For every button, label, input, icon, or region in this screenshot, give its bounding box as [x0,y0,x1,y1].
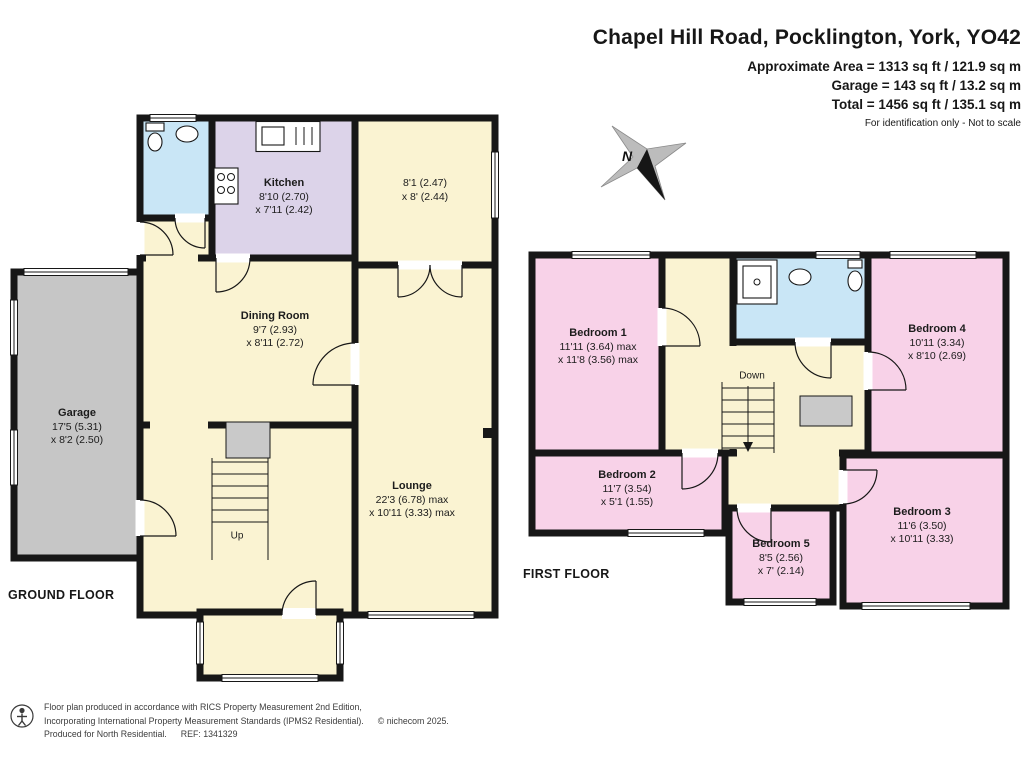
garage-room-shape [10,268,144,562]
stairs-up [211,421,271,560]
dining-room-shape [136,254,359,429]
ground-doors [135,213,463,619]
bedroom1-shape [528,251,666,457]
footer-text: Floor plan produced in accordance with R… [44,701,449,742]
room-label-lounge: Lounge 22'3 (6.78) max x 10'11 (3.33) ma… [369,479,455,521]
shower-icon [736,259,778,305]
stairs-down-label: Down [739,370,765,382]
room-dim: 11'6 (3.50) [897,519,947,532]
room-label-bedroom2: Bedroom 2 11'7 (3.54) x 5'1 (1.55) [598,468,655,510]
ground-floor-title: GROUND FLOOR [8,588,115,602]
ground-windows [10,114,499,682]
room-dim: x 8'11 (2.72) [246,337,304,350]
first-windows [571,251,977,610]
room-dim: x 8'2 (2.50) [50,434,104,447]
room-dim: x 10'11 (3.33) [890,533,954,546]
extension-shape [196,608,344,682]
stairs-up-label: Up [230,530,244,542]
room-name: Kitchen [263,176,305,189]
footer-produced: Produced for North Residential. [44,729,167,740]
basin-icon [175,125,199,143]
lounge-shape [351,261,499,619]
stairs-down [721,382,853,453]
header: Chapel Hill Road, Pocklington, York, YO4… [593,26,1021,129]
toilet-first-icon [847,259,863,292]
room-label-bedroom4: Bedroom 4 10'11 (3.34) x 8'10 (2.69) [908,322,966,364]
room-label-bedroom3: Bedroom 3 11'6 (3.50) x 10'11 (3.33) [890,505,953,547]
toilet-icon [145,122,165,152]
footer-line2: Incorporating International Property Mea… [44,715,364,726]
room-label-dining-room: Dining Room 9'7 (2.93) x 8'11 (2.72) [241,309,309,351]
approximate-area-text: Approximate Area = 1313 sq ft / 121.9 sq… [747,59,1021,74]
footer-line1: Floor plan produced in accordance with R… [44,702,362,712]
room-name: Garage [58,406,96,419]
room-name: Lounge [392,479,432,492]
room-label-garage: Garage 17'5 (5.31) x 8'2 (2.50) [51,406,103,448]
room-label-kitchen: Kitchen 8'10 (2.70) x 7'11 (2.42) [255,176,312,218]
room-dim: x 11'8 (3.56) max [557,354,639,367]
room-label-bedroom5: Bedroom 5 8'5 (2.56) x 7' (2.14) [752,537,809,579]
room-dim: 9'7 (2.93) [252,323,298,336]
room-name: Bedroom 5 [752,537,810,550]
disclaimer-text: For identification only - Not to scale [864,118,1021,129]
room-dim: 17'5 (5.31) [52,420,102,433]
compass-north-label: N [622,148,633,164]
chimney-nib [483,428,495,438]
room-dim: x 10'11 (3.33) max [369,507,455,520]
room-dim: x 8' (2.44) [401,191,449,203]
room-name: Bedroom 1 [569,326,627,339]
room-label-bedroom1: Bedroom 1 11'11 (3.64) max x 11'8 (3.56)… [558,326,638,368]
footer-copyright: © nichecom 2025. [377,715,449,726]
room-dim: 8'10 (2.70) [259,190,309,203]
room-dim: 22'3 (6.78) max [375,493,449,506]
room-name: Bedroom 3 [893,505,951,518]
room-dim: 11'7 (3.54) [602,482,652,495]
footer-ref: REF: 1341329 [180,729,238,740]
first-doors [657,307,907,543]
kitchen-sink-unit-icon [255,120,321,153]
total-area-text: Total = 1456 sq ft / 135.1 sq m [831,97,1021,112]
room-label-reception: 8'1 (2.47) x 8' (2.44) [402,177,448,205]
first-floor-title: FIRST FLOOR [523,567,610,581]
compass-icon [600,125,687,201]
room-dim: x 7'11 (2.42) [255,204,313,217]
room-dim: x 8'10 (2.69) [907,350,967,363]
room-dim: 11'11 (3.64) max [559,340,637,353]
footer: Floor plan produced in accordance with R… [8,701,449,742]
room-name: Bedroom 2 [598,468,656,481]
room-name: Dining Room [240,309,310,322]
room-name: Bedroom 4 [908,322,966,335]
room-dim: x 5'1 (1.55) [600,496,654,509]
surveyor-logo-icon [10,704,34,728]
room-dim: 8'5 (2.56) [758,551,804,564]
corridor-shape [721,449,847,512]
room-dim: 8'1 (2.47) [402,177,448,190]
bedroom3-shape [839,451,1010,610]
garage-area-text: Garage = 143 sq ft / 13.2 sq m [831,78,1021,93]
hob-icon [213,167,239,205]
north-arrow [637,149,665,200]
page-title: Chapel Hill Road, Pocklington, York, YO4… [592,26,1021,49]
room-dim: x 7' (2.14) [757,565,805,578]
basin-first-icon [788,268,812,286]
ground-floor-plan [10,114,499,682]
room-dim: 10'11 (3.34) [909,336,965,349]
first-floor-plan [528,251,1010,610]
